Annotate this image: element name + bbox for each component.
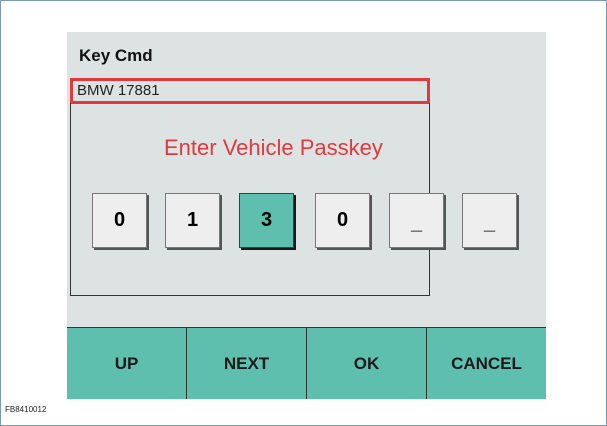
passkey-digit-2[interactable]: 1 (165, 193, 220, 248)
passkey-digit-5[interactable]: _ (389, 193, 444, 248)
page-title: Key Cmd (79, 46, 153, 65)
passkey-digit-1[interactable]: 0 (92, 193, 147, 248)
cancel-button[interactable]: CANCEL (427, 328, 546, 399)
button-bar: UP NEXT OK CANCEL (67, 327, 546, 399)
passkey-heading: Enter Vehicle Passkey (164, 135, 383, 160)
passkey-digit-6[interactable]: _ (462, 193, 517, 248)
next-button[interactable]: NEXT (187, 328, 307, 399)
ok-button[interactable]: OK (307, 328, 427, 399)
passkey-digit-4[interactable]: 0 (315, 193, 370, 248)
up-button[interactable]: UP (67, 328, 187, 399)
figure-code: FB8410012 (5, 405, 47, 414)
passkey-digit-3[interactable]: 3 (239, 193, 294, 248)
tool-screen: Key Cmd BMW 17881 Enter Vehicle Passkey … (67, 32, 546, 399)
vehicle-id-field: BMW 17881 (70, 78, 430, 104)
